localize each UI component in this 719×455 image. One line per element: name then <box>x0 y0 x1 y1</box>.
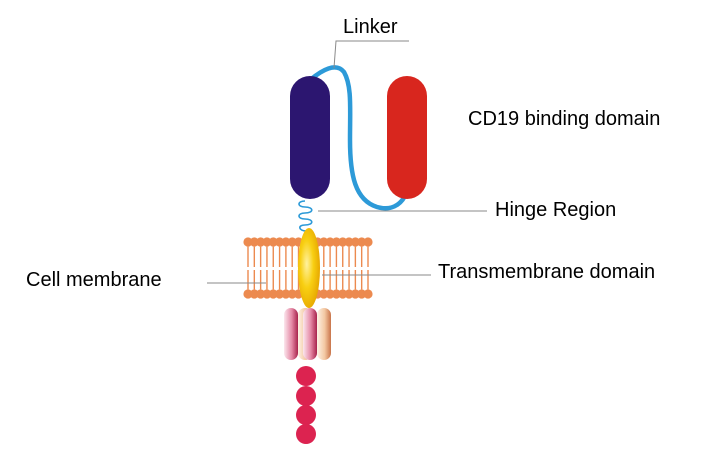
lipid-head <box>357 289 367 299</box>
lipid-head <box>262 289 272 299</box>
lipid-head <box>325 237 335 247</box>
lipid-head <box>249 237 259 247</box>
lipid-head <box>281 237 291 247</box>
lipid-head <box>350 289 360 299</box>
lipid-head <box>319 237 329 247</box>
lipid-head <box>249 289 259 299</box>
signaling-bead <box>296 366 316 386</box>
lipid-head <box>363 237 373 247</box>
transmembrane-domain-label: Transmembrane domain <box>438 261 656 283</box>
lipid-head <box>274 237 285 247</box>
transmembrane-helix <box>298 228 320 308</box>
hinge-coil <box>298 200 313 232</box>
signaling-bead <box>296 386 316 406</box>
signaling-bead <box>296 405 316 425</box>
lipid-head <box>287 289 297 299</box>
lipid-head <box>344 237 354 247</box>
lipid-head <box>268 289 278 299</box>
lipid-head <box>344 289 354 299</box>
costim-cylinder <box>317 308 331 360</box>
costim-cylinder <box>303 308 317 360</box>
linker-label: Linker <box>343 16 398 38</box>
costim-cylinder <box>284 308 298 360</box>
linker-leader-line <box>333 40 409 69</box>
lipid-head <box>357 237 367 247</box>
lipid-head <box>331 289 342 299</box>
signaling-bead <box>296 424 316 444</box>
lipid-head <box>338 289 348 299</box>
hinge-region-label: Hinge Region <box>495 199 617 221</box>
linker-strand <box>307 65 408 211</box>
lipid-head <box>262 237 272 247</box>
light-chain-domain <box>387 76 427 199</box>
lipid-head <box>243 289 253 299</box>
lipid-bilayer <box>243 237 373 299</box>
lipid-head <box>350 237 360 247</box>
lipid-head <box>363 289 373 299</box>
lipid-head <box>243 237 253 247</box>
lipid-head <box>325 289 335 299</box>
lipid-head <box>274 289 285 299</box>
lipid-head <box>281 289 291 299</box>
cd19-binding-domain-label: CD19 binding domain <box>468 108 661 130</box>
lipid-head <box>338 237 348 247</box>
lipid-head <box>256 289 266 299</box>
heavy-chain-domain <box>290 76 330 199</box>
cell-membrane-label: Cell membrane <box>26 269 162 291</box>
lipid-head <box>268 237 278 247</box>
signaling-domain <box>296 366 316 444</box>
lipid-head <box>331 237 342 247</box>
lipid-head <box>256 237 266 247</box>
lipid-head <box>319 289 329 299</box>
costimulatory-domain <box>284 308 331 360</box>
lipid-head <box>287 237 297 247</box>
